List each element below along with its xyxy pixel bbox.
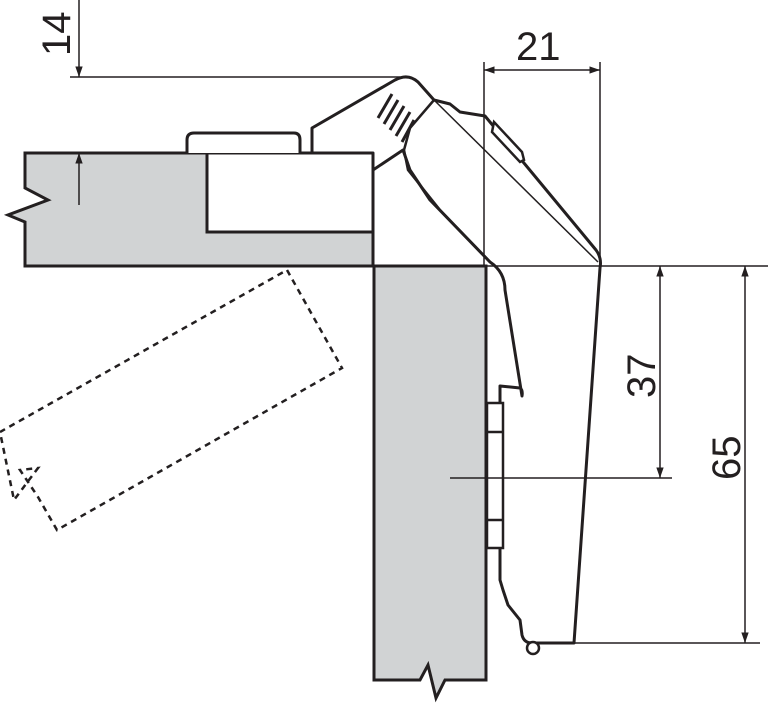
hinge-cup-recess xyxy=(205,151,375,234)
dimension-65: 65 xyxy=(705,436,749,481)
dimension-21: 21 xyxy=(516,25,561,69)
open-door-outline xyxy=(0,268,344,532)
hinge-pin xyxy=(525,640,541,656)
hinge-adjust-slot xyxy=(490,119,526,164)
hinge-cover-edge xyxy=(433,99,599,263)
dimension-14: 14 xyxy=(35,12,79,57)
hinge-body-inner xyxy=(402,99,491,263)
door-panel xyxy=(372,264,488,703)
mounting-plate xyxy=(185,131,302,153)
grip-lines xyxy=(376,93,416,143)
dimension-lines xyxy=(70,0,768,644)
hinge-arm xyxy=(310,75,602,645)
dimension-37: 37 xyxy=(620,354,664,399)
hinge-door-plate xyxy=(485,401,505,550)
